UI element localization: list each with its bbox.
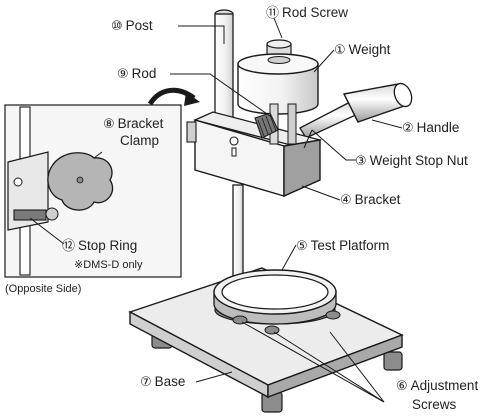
label-opposite-side: (Opposite Side) xyxy=(5,283,82,295)
leader-lines xyxy=(93,17,403,403)
base-foot xyxy=(383,351,403,371)
post xyxy=(214,9,234,125)
base-plate xyxy=(128,267,404,413)
bracket xyxy=(186,103,322,198)
adjustment-screw xyxy=(325,310,341,320)
label-dms-note: ※DMS-D only xyxy=(74,259,143,271)
label-bracket-clamp-line2: Clamp xyxy=(120,133,160,148)
handle xyxy=(299,82,413,139)
adjustment-screw xyxy=(232,315,248,325)
label-adjustment-screws-line2: Screws xyxy=(412,397,457,412)
inset-opposite-side xyxy=(4,104,182,278)
test-platform xyxy=(213,269,341,335)
adjustment-screw xyxy=(264,325,280,335)
weight xyxy=(237,39,319,115)
